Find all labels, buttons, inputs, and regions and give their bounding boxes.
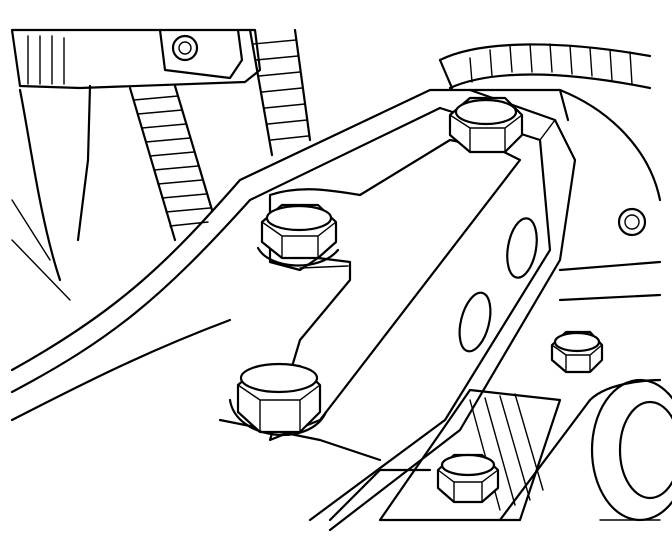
bolt-middle (256, 203, 340, 267)
bolt-upper (448, 96, 524, 154)
lower-block (328, 388, 562, 522)
bolt-lower (228, 362, 328, 437)
bolt-right-small (550, 330, 604, 374)
threaded-rod-right (248, 28, 312, 157)
right-hub-assembly (498, 88, 672, 522)
bolt-bottom (436, 453, 500, 504)
threaded-rod-left (128, 84, 214, 242)
wiring-harness (438, 43, 652, 90)
upper-housing (10, 28, 262, 301)
